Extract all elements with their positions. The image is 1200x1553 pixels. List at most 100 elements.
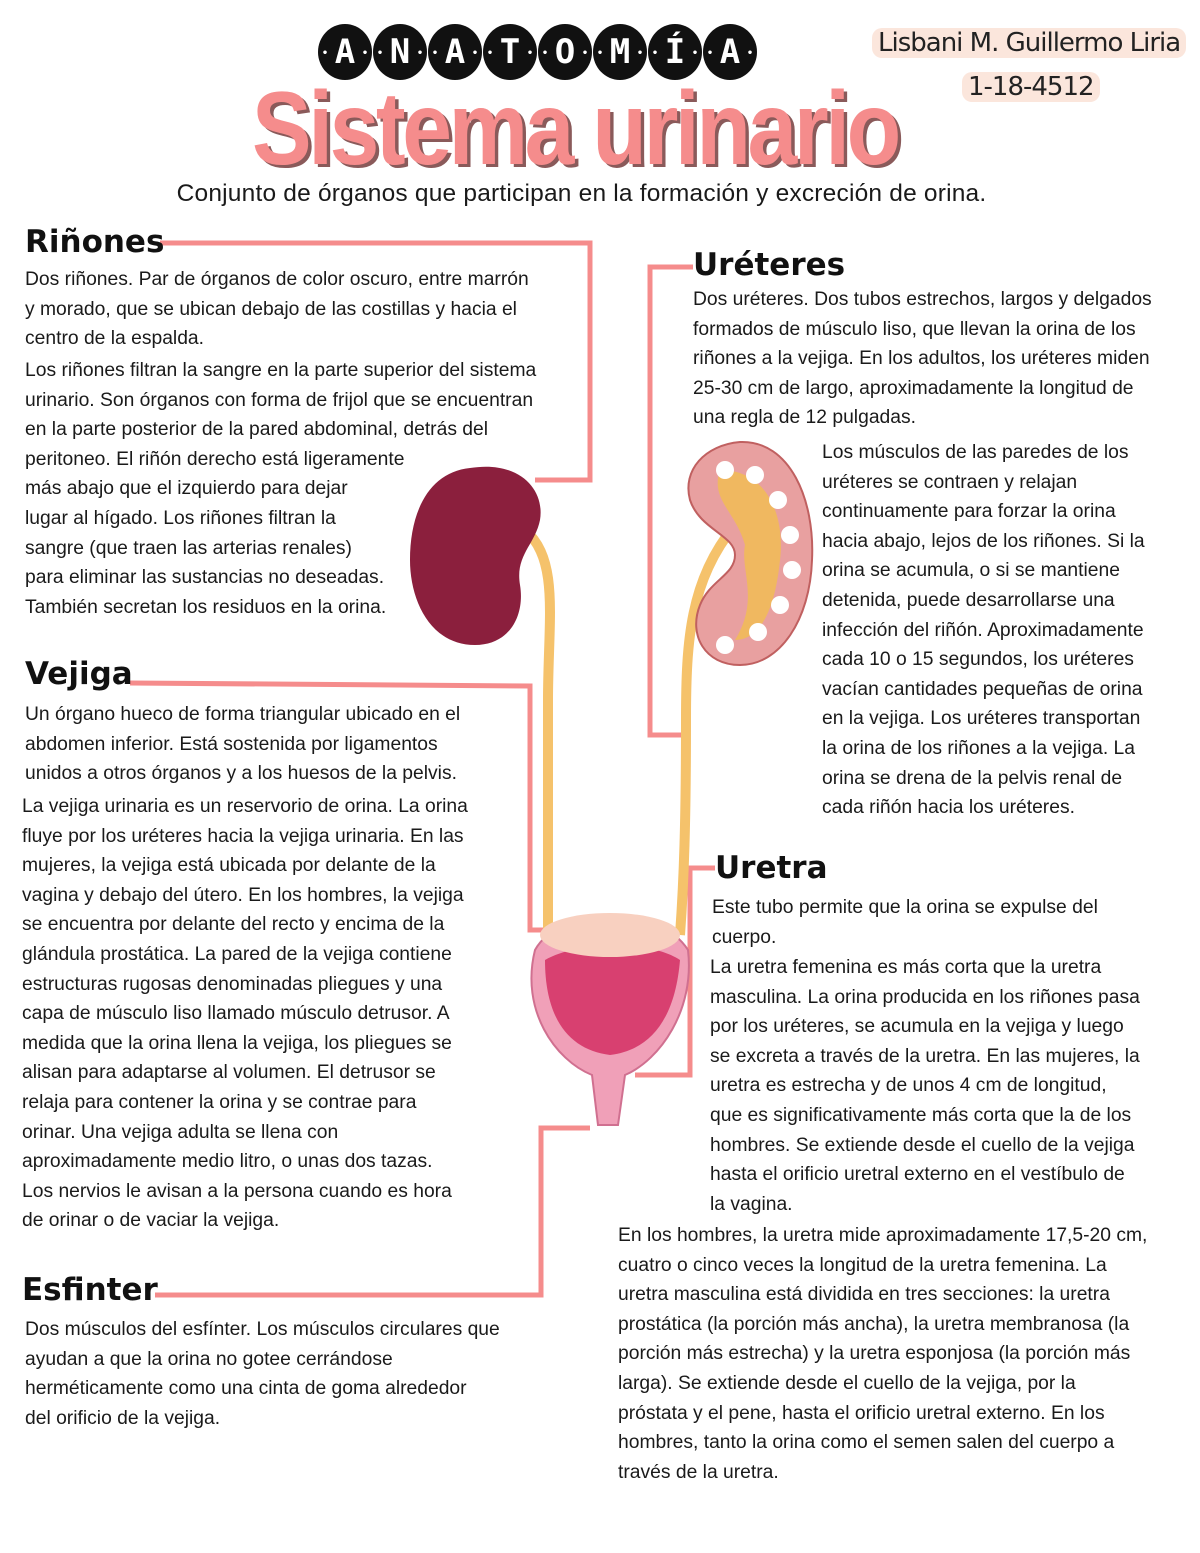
text-line: hombres, tanto la orina como el semen sa… (618, 1432, 1115, 1454)
text-line: orinar. Una vejiga adulta se llena con (22, 1121, 339, 1143)
text-line: Dos uréteres. Dos tubos estrechos, largo… (693, 289, 1152, 310)
text-line: glándula prostática. La pared de la veji… (22, 943, 452, 965)
text-line: orina se drena de la pelvis renal de (822, 767, 1123, 789)
rinones-paragraph-1: Dos riñones. Par de órganos de color osc… (25, 265, 529, 354)
bladder-illustration (530, 913, 690, 1126)
text-line: estructuras rugosas denominadas pliegues… (22, 973, 443, 995)
text-line: vacían cantidades pequeñas de orina (822, 678, 1143, 700)
text-line: Un órgano hueco de forma triangular ubic… (25, 704, 461, 725)
text-line: la orina de los riñones a la vejiga. La (822, 737, 1135, 759)
text-line: la vagina. (710, 1193, 793, 1215)
vejiga-heading: Vejiga (25, 656, 133, 692)
kidney-cross-section (687, 440, 814, 667)
text-line: uréteres se contraen y relajan (822, 471, 1078, 493)
text-line: Los riñones filtran la sangre en la part… (25, 360, 537, 381)
text-line: hacia abajo, lejos de los riñones. Si la (822, 530, 1145, 552)
text-line: herméticamente como una cinta de goma al… (25, 1378, 467, 1400)
text-line: unidos a otros órganos y a los huesos de… (25, 763, 457, 785)
text-line: lugar al hígado. Los riñones filtran la (25, 507, 336, 529)
text-line: continuamente para forzar la orina (822, 501, 1116, 523)
esfinter-heading: Esfinter (22, 1272, 158, 1308)
banner-letter: M (593, 24, 647, 80)
subtitle: Conjunto de órganos que participan en la… (176, 180, 987, 207)
text-line: alisan para adaptarse al volumen. El det… (22, 1062, 436, 1084)
text-line: fluye por los uréteres hacia la vejiga u… (22, 825, 464, 847)
text-line: se encuentra por delante del recto y enc… (22, 914, 445, 936)
banner-letter: Í (648, 24, 702, 80)
text-line: de orinar o de vaciar la vejiga. (22, 1210, 280, 1232)
text-line: través de la uretra. (618, 1461, 779, 1483)
ureteres-heading: Uréteres (693, 247, 846, 283)
ureteres-paragraph-1: Dos uréteres. Dos tubos estrechos, largo… (693, 285, 1152, 433)
text-line: Dos riñones. Par de órganos de color osc… (25, 269, 529, 290)
text-line: 25-30 cm de largo, aproximadamente la lo… (693, 377, 1134, 399)
text-line: próstata y el pene, hasta el orificio ur… (618, 1402, 1105, 1424)
text-line: cuatro o cinco veces la longitud de la u… (618, 1254, 1107, 1276)
text-line: La uretra femenina es más corta que la u… (710, 957, 1102, 978)
author-name: Lisbani M. Guillermo Liria (872, 28, 1187, 58)
text-line: larga). Se extiende desde el cuello de l… (618, 1372, 1076, 1394)
uretra-paragraph-2: La uretra femenina es más corta que la u… (710, 953, 1140, 1219)
text-line: capa de músculo liso llamado músculo det… (22, 1003, 450, 1025)
text-line: cuerpo. (712, 926, 777, 948)
banner-letter: O (538, 24, 592, 80)
banner-letter: A (428, 24, 482, 80)
text-line: infección del riñón. Aproximadamente (822, 619, 1144, 641)
rinones-heading: Riñones (25, 224, 165, 260)
text-line: en la parte posterior de la pared abdomi… (25, 419, 489, 441)
uretra-connector (635, 865, 715, 1078)
text-line: La vejiga urinaria es un reservorio de o… (22, 796, 468, 817)
vejiga-paragraph-2: La vejiga urinaria es un reservorio de o… (22, 792, 468, 1236)
text-line: orina se acumula, o si se mantiene (822, 560, 1120, 582)
student-id: 1-18-4512 (962, 72, 1100, 102)
text-line: centro de la espalda. (25, 328, 205, 350)
vejiga-paragraph-1: Un órgano hueco de forma triangular ubic… (25, 700, 460, 789)
text-line: urinario. Son órganos con forma de frijo… (25, 389, 534, 411)
text-line: se excreta a través de la uretra. En las… (710, 1045, 1140, 1067)
text-line: uretra masculina está dividida en tres s… (618, 1284, 1110, 1306)
text-line: riñones a la vejiga. En los adultos, los… (693, 348, 1150, 370)
text-line: aproximadamente medio litro, o unas dos … (22, 1151, 433, 1173)
text-line: que es significativamente más corta que … (710, 1104, 1132, 1126)
text-line: abdomen inferior. Está sostenida por lig… (25, 733, 438, 755)
text-line: relaja para contener la orina y se contr… (22, 1091, 417, 1113)
text-line: hasta el orificio uretral externo en el … (710, 1164, 1125, 1186)
banner-letter: A (318, 24, 372, 80)
esfinter-paragraph: Dos músculos del esfínter. Los músculos … (25, 1315, 500, 1433)
uretra-paragraph-1: Este tubo permite que la orina se expuls… (712, 893, 1098, 952)
text-line: cada riñón hacia los uréteres. (822, 797, 1075, 819)
text-line: vagina y debajo del útero. En los hombre… (22, 884, 464, 906)
text-line: mujeres, la vejiga está ubicada por dela… (22, 855, 436, 877)
text-line: para eliminar las sustancias no deseadas… (25, 567, 385, 589)
rinones-connector (160, 240, 593, 483)
uretra-paragraph-3: En los hombres, la uretra mide aproximad… (618, 1221, 1147, 1487)
text-line: También secretan los residuos en la orin… (25, 596, 387, 618)
text-line: en la vejiga. Los uréteres transportan (822, 708, 1141, 730)
text-line: uretra es estrecha y de unos 4 cm de lon… (710, 1075, 1107, 1097)
connector-lines (129, 240, 715, 1298)
banner-letter: N (373, 24, 427, 80)
text-line: y morado, que se ubican debajo de las co… (25, 298, 517, 320)
banner-letter: T (483, 24, 537, 80)
text-line: hombres. Se extiende desde el cuello de … (710, 1134, 1135, 1156)
kidney-illustration (410, 466, 541, 645)
text-line: prostática (la porción más ancha), la ur… (618, 1313, 1130, 1335)
text-line: formados de músculo liso, que llevan la … (693, 318, 1136, 340)
text-line: Los músculos de las paredes de los (822, 442, 1129, 463)
text-line: Dos músculos del esfínter. Los músculos … (25, 1319, 500, 1340)
text-line: medida que la orina llena la vejiga, los… (22, 1032, 452, 1054)
text-line: En los hombres, la uretra mide aproximad… (618, 1225, 1148, 1246)
ureteres-connector (647, 264, 693, 738)
page-title: Sistema urinario (252, 71, 901, 187)
text-line: porción más estrecha) y la uretra esponj… (618, 1343, 1131, 1365)
rinones-paragraph-2: Los riñones filtran la sangre en la part… (25, 356, 536, 622)
text-line: ayudan a que la orina no gotee cerrándos… (25, 1348, 393, 1370)
text-line: Los nervios le avisan a la persona cuand… (22, 1180, 452, 1202)
text-line: peritoneo. El riñón derecho está ligeram… (25, 448, 405, 470)
ureter-tubes (521, 521, 739, 936)
text-line: cada 10 o 15 segundos, los uréteres (822, 649, 1134, 671)
text-line: Este tubo permite que la orina se expuls… (712, 897, 1098, 918)
anatomia-banner: A N A T O M Í A (318, 24, 757, 80)
banner-letter: A (703, 24, 757, 80)
